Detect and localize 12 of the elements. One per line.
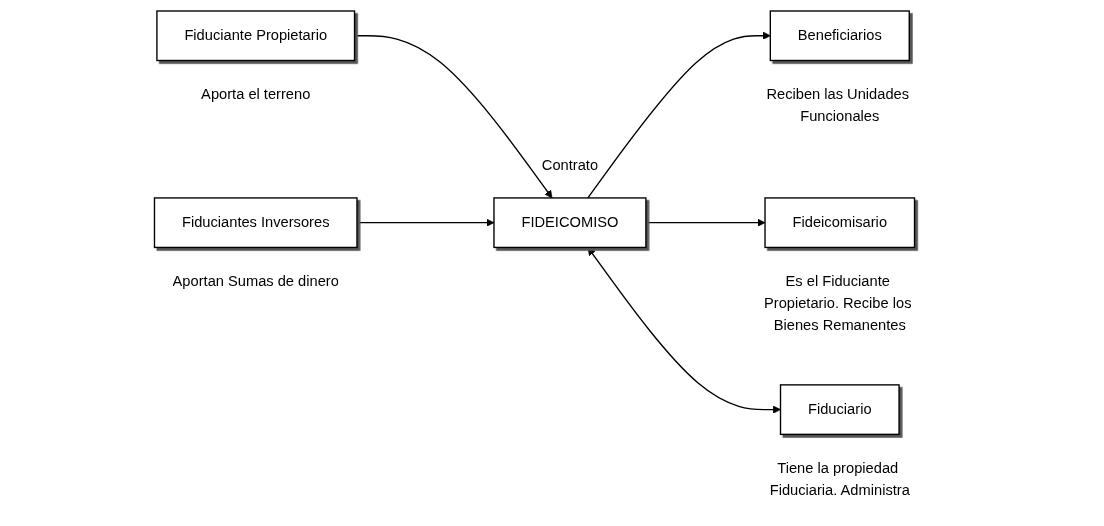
note-text: Tiene la propiedad Fiduciaria. Administra	[769, 460, 910, 498]
note-text: Reciben las Unidades Funcionales	[766, 86, 910, 124]
note-text: Aporta el terreno	[201, 86, 311, 102]
process-box: Fideicomisario	[764, 197, 916, 249]
process-box: Fiduciario	[779, 384, 900, 436]
note-text: Aportan Sumas de dinero	[172, 273, 339, 289]
process-box: Fiduciante Propietario	[156, 10, 356, 62]
process-box: Fiduciantes Inversores	[153, 197, 358, 249]
note-text: Es el Fiduciante Propietario. Recibe los Bienes Remanentes	[764, 273, 912, 333]
note-text: Contrato	[541, 157, 599, 174]
process-box: FIDEICOMISO	[493, 197, 647, 249]
process-box: Beneficiarios	[769, 10, 910, 62]
